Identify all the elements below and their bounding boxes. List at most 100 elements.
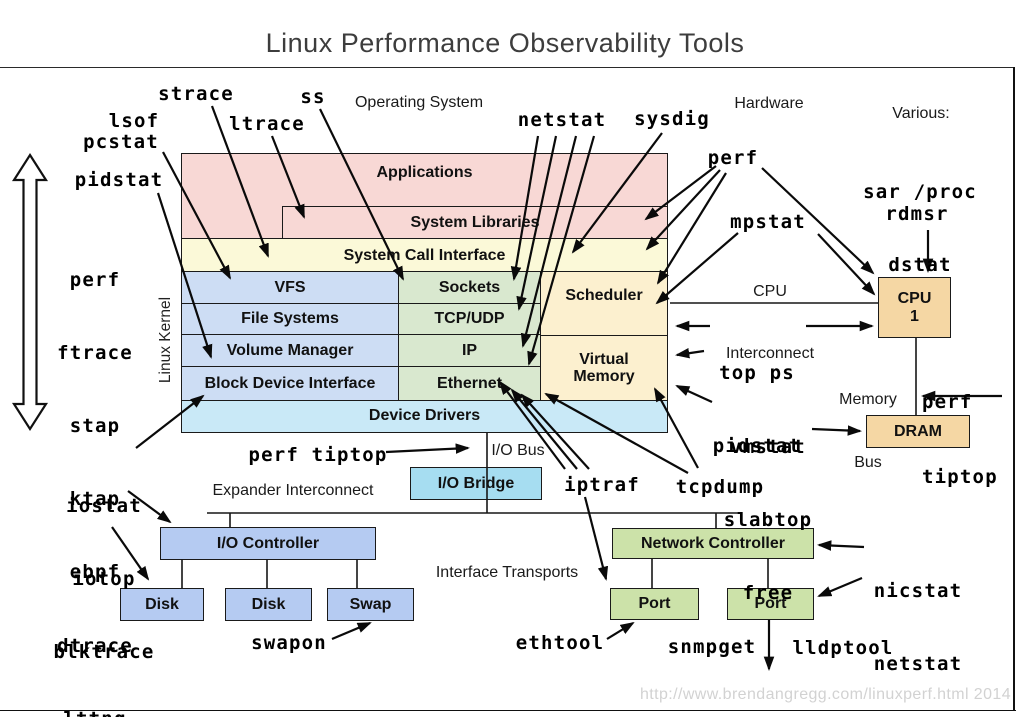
operating-system-label: Operating System (354, 94, 484, 111)
tool-ss: ss (300, 86, 326, 108)
system-libraries-label: System Libraries (410, 214, 540, 232)
sockets-box: Sockets (397, 271, 542, 304)
ethernet-label: Ethernet (437, 374, 502, 392)
volume-manager-box: Volume Manager (181, 334, 399, 368)
disk-box-1: Disk (120, 588, 204, 621)
memory-bus-label: Memory Bus (839, 347, 897, 516)
tool-top-ps: top ps (719, 361, 795, 384)
virtual-memory-label-2: Memory (573, 368, 635, 386)
system-call-interface-label: System Call Interface (343, 246, 506, 264)
virtual-memory-box: Virtual Memory (540, 335, 668, 402)
tool-blktrace: blktrace (53, 640, 155, 663)
tool-nicstat: nicstat (873, 579, 963, 602)
tool-tcpdump: tcpdump (675, 476, 765, 498)
port-label-1: Port (638, 595, 671, 613)
arrow-ethtool-port (606, 621, 635, 640)
network-controller-box: Network Controller (612, 528, 814, 559)
tool-sysdig: sysdig (634, 108, 710, 130)
scheduler-box: Scheduler (540, 271, 668, 337)
tool-lttng: lttng (57, 707, 133, 717)
tool-mpstat: mpstat (730, 211, 806, 233)
tool-strace: strace (158, 83, 234, 105)
tool-perf-tiptop-io: perf tiptop (248, 444, 388, 466)
system-libraries-box: System Libraries (282, 206, 668, 240)
file-systems-label: File Systems (241, 310, 339, 328)
tool-lldptool: lldptool (792, 637, 894, 659)
observability-range-arrow (11, 152, 49, 432)
vfs-label: VFS (274, 278, 306, 296)
device-drivers-box: Device Drivers (181, 400, 668, 433)
tool-perf-top: perf (707, 147, 759, 169)
cpu-interconnect-line1: CPU (753, 282, 787, 300)
io-controller-label: I/O Controller (216, 534, 320, 552)
io-bus-label: I/O Bus (491, 442, 545, 459)
swap-label: Swap (349, 595, 392, 613)
port-label-2: Port (754, 595, 787, 613)
tool-stap: stap (69, 414, 121, 437)
page-title: Linux Performance Observability Tools (265, 28, 745, 58)
expander-interconnect-label: Expander Interconnect (212, 482, 374, 499)
source-url: http://www.brendangregg.com/linuxperf.ht… (640, 686, 1011, 703)
ip-label: IP (461, 341, 478, 359)
io-bridge-box: I/O Bridge (410, 467, 542, 500)
cpu-label-1: CPU (897, 289, 932, 307)
io-bridge-label: I/O Bridge (437, 474, 515, 492)
virtual-memory-label-1: Virtual (579, 350, 629, 368)
tool-vmstat-stack: vmstat slabtop free (724, 387, 812, 654)
tool-iotop: iotop (72, 567, 136, 590)
tool-topps-stack: top ps pidstat (713, 313, 801, 507)
vfs-box: VFS (181, 271, 399, 304)
tool-sar-proc: sar /proc (863, 180, 977, 203)
arrow-perftiptop-iobus (385, 443, 470, 454)
cpu-interconnect-label: CPU Interconnect (726, 239, 814, 406)
tool-iostat: iostat (66, 494, 142, 517)
applications-label: Applications (376, 164, 473, 181)
tool-left-stack: perf ftrace stap ktap ebpf dtrace lttng (57, 220, 133, 717)
tool-pcstat: pcstat (83, 131, 159, 153)
tcp-udp-label: TCP/UDP (434, 310, 505, 328)
right-border (1013, 67, 1015, 711)
device-drivers-label: Device Drivers (368, 407, 481, 425)
swap-box: Swap (327, 588, 414, 621)
tool-ethtool: ethtool (515, 632, 605, 654)
port-box-2: Port (727, 588, 814, 620)
port-box-1: Port (610, 588, 699, 620)
block-device-interface-label: Block Device Interface (204, 374, 376, 392)
tool-swapon: swapon (251, 632, 327, 654)
tool-dstat: dstat (888, 253, 952, 276)
tool-ftrace: ftrace (57, 341, 133, 364)
various-label: Various: (892, 105, 950, 122)
tool-snmpget: snmpget (667, 636, 757, 658)
memory-bus-line1: Memory (839, 390, 897, 408)
tool-ktap: ktap (69, 488, 121, 511)
network-controller-label: Network Controller (640, 534, 785, 552)
sockets-label: Sockets (438, 278, 501, 296)
memory-bus-line2: Bus (854, 454, 882, 472)
tool-ltrace: ltrace (229, 113, 305, 135)
tool-free: free (742, 581, 794, 604)
tool-netstat-right: netstat (873, 652, 963, 675)
tool-pidstat-left: pidstat (74, 169, 164, 191)
arrow-pidstat-vm (675, 347, 705, 359)
arrow-nicstat-netctrl (817, 540, 865, 551)
bottom-border (0, 709, 1016, 712)
linux-kernel-label: Linux Kernel (157, 296, 174, 384)
tool-perf-mem-stack: perf tiptop (922, 340, 998, 539)
scheduler-label: Scheduler (565, 286, 643, 304)
disk-label-2: Disk (251, 595, 286, 613)
title-divider (0, 67, 1015, 68)
tool-tiptop-mem: tiptop (922, 466, 998, 488)
system-call-interface-box: System Call Interface (181, 238, 668, 273)
hardware-label: Hardware (734, 95, 804, 112)
tool-perf-mem: perf (922, 390, 973, 413)
ip-box: IP (397, 334, 542, 368)
file-systems-box: File Systems (181, 302, 399, 336)
tool-rdmsr: rdmsr (885, 203, 949, 225)
cpu-label-2: 1 (910, 307, 919, 325)
tool-slabtop: slabtop (723, 508, 813, 531)
block-device-interface-box: Block Device Interface (181, 366, 399, 402)
tool-pidstat-right: pidstat (712, 434, 802, 457)
cpu-interconnect-line2: Interconnect (725, 345, 815, 363)
tool-lsof: lsof (108, 110, 160, 132)
dram-label: DRAM (894, 422, 942, 440)
